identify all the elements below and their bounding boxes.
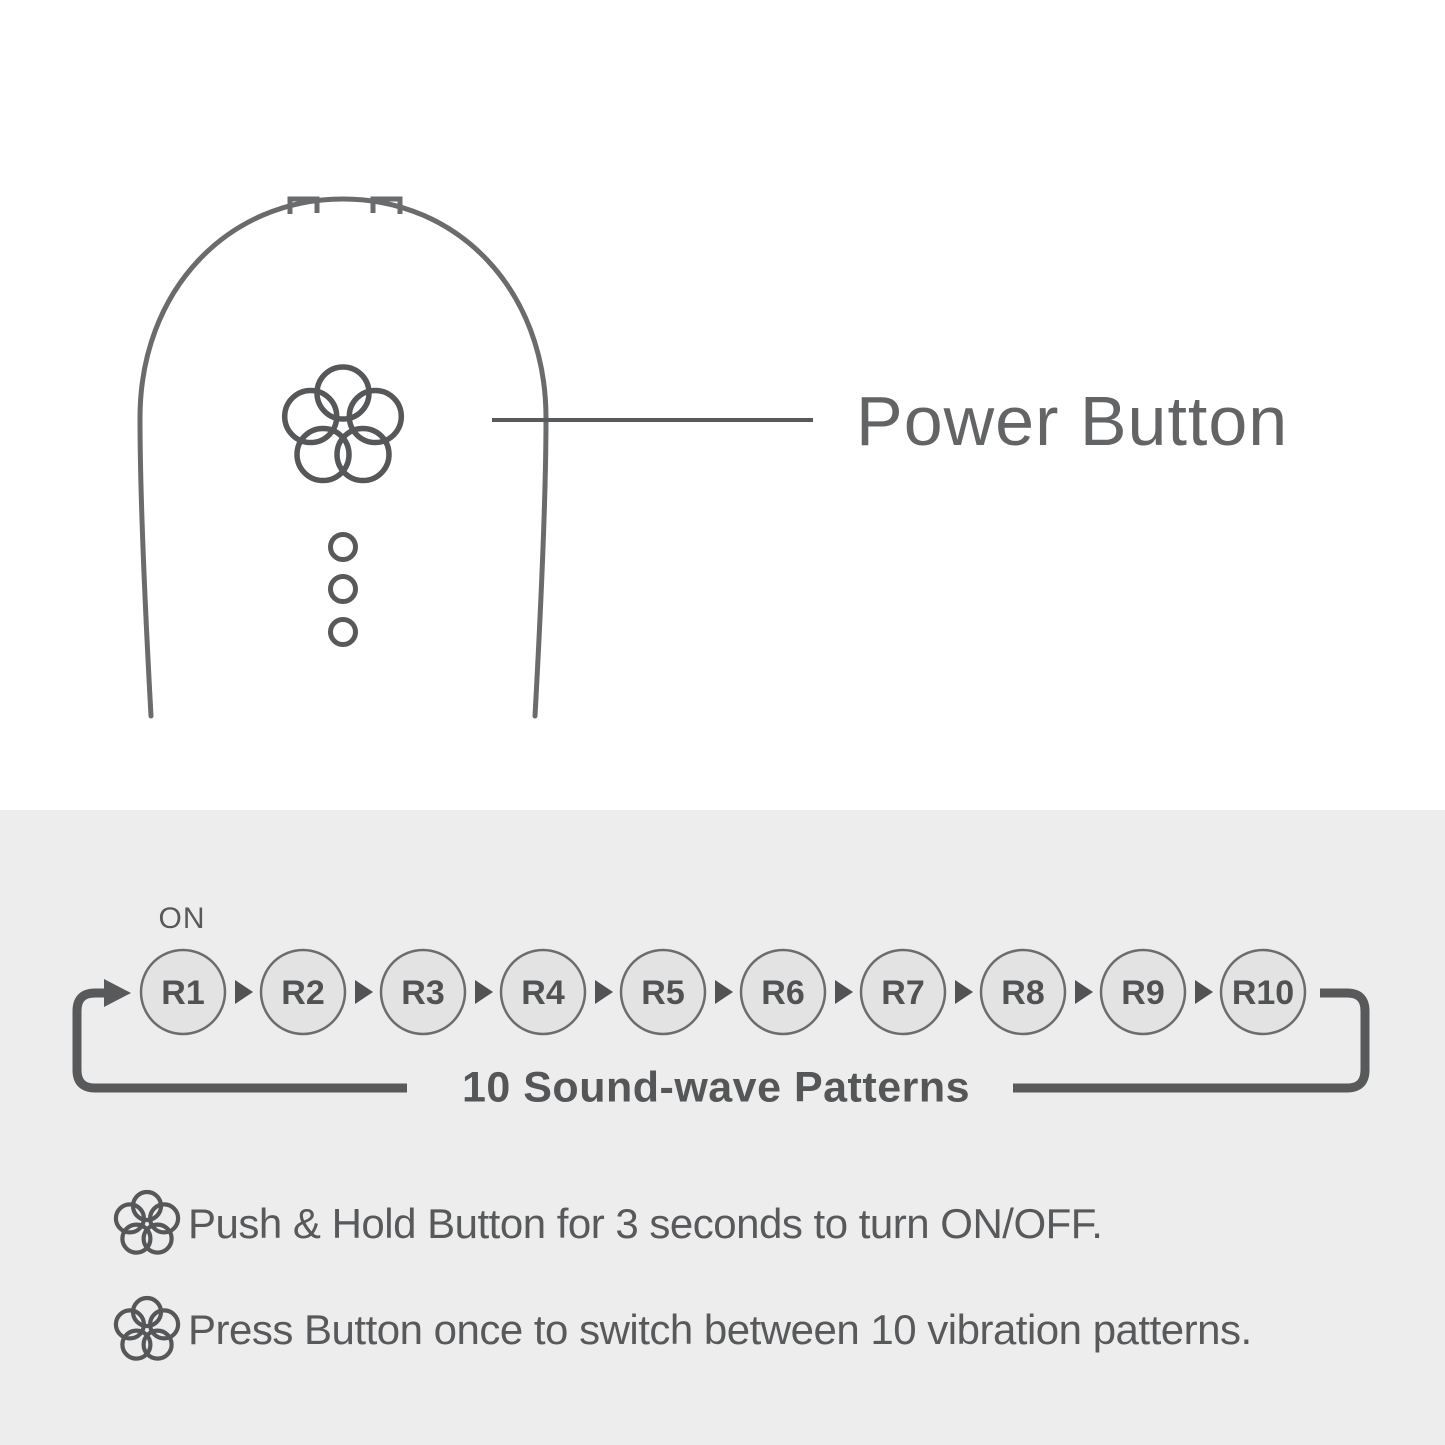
loop-line-right	[1013, 988, 1370, 1093]
pattern-step-r4	[499, 948, 587, 1036]
pattern-step-label: R9	[1121, 974, 1164, 1012]
arrow-right-icon	[835, 980, 853, 1004]
instruction-press-once: Press Button once to switch between 10 v…	[188, 1306, 1252, 1353]
instruction-push-hold: Push & Hold Button for 3 seconds to turn…	[188, 1200, 1103, 1247]
pattern-step-label: R1	[161, 974, 204, 1012]
pattern-step-r7	[859, 948, 947, 1036]
pattern-sequence-row: R1 R2 R3 R4 R5 R6 R7 R8 R9 R10	[139, 948, 1307, 1036]
pattern-step-r6	[739, 948, 827, 1036]
pattern-step-r1	[139, 948, 227, 1036]
flower-icon	[113, 1189, 181, 1255]
arrow-right-icon	[355, 980, 373, 1004]
device-top-tab-right	[370, 196, 403, 214]
arrow-right-icon	[955, 980, 973, 1004]
on-label: ON	[158, 902, 206, 935]
pattern-step-r9	[1099, 948, 1187, 1036]
device-top-tab-left	[287, 196, 320, 214]
power-button-flower-icon	[281, 364, 405, 484]
loop-arrowhead-icon	[104, 979, 131, 1007]
arrow-right-icon	[595, 980, 613, 1004]
pattern-step-r5	[619, 948, 707, 1036]
arrow-right-icon	[475, 980, 493, 1004]
pattern-step-label: R10	[1232, 974, 1294, 1012]
pattern-step-label: R5	[641, 974, 684, 1012]
flower-icon	[113, 1295, 181, 1361]
pattern-step-label: R4	[521, 974, 565, 1012]
indicator-dots	[328, 532, 358, 647]
power-button-label: Power Button	[856, 382, 1289, 460]
pattern-step-label: R3	[401, 974, 444, 1012]
pattern-step-r3	[379, 948, 467, 1036]
pattern-step-r8	[979, 948, 1067, 1036]
pattern-step-label: R6	[761, 974, 804, 1012]
arrow-right-icon	[1075, 980, 1093, 1004]
arrow-right-icon	[235, 980, 253, 1004]
arrow-right-icon	[1195, 980, 1213, 1004]
pattern-step-label: R2	[281, 974, 324, 1012]
loop-line-left	[72, 988, 407, 1093]
device-body-outline	[137, 196, 549, 719]
arrow-right-icon	[715, 980, 733, 1004]
pattern-step-label: R7	[881, 974, 924, 1012]
pattern-step-r10	[1219, 948, 1307, 1036]
sound-wave-patterns-label: 10 Sound-wave Patterns	[461, 1063, 971, 1112]
pattern-step-r2	[259, 948, 347, 1036]
patterns-panel	[0, 810, 1445, 1445]
pattern-step-label: R8	[1001, 974, 1044, 1012]
